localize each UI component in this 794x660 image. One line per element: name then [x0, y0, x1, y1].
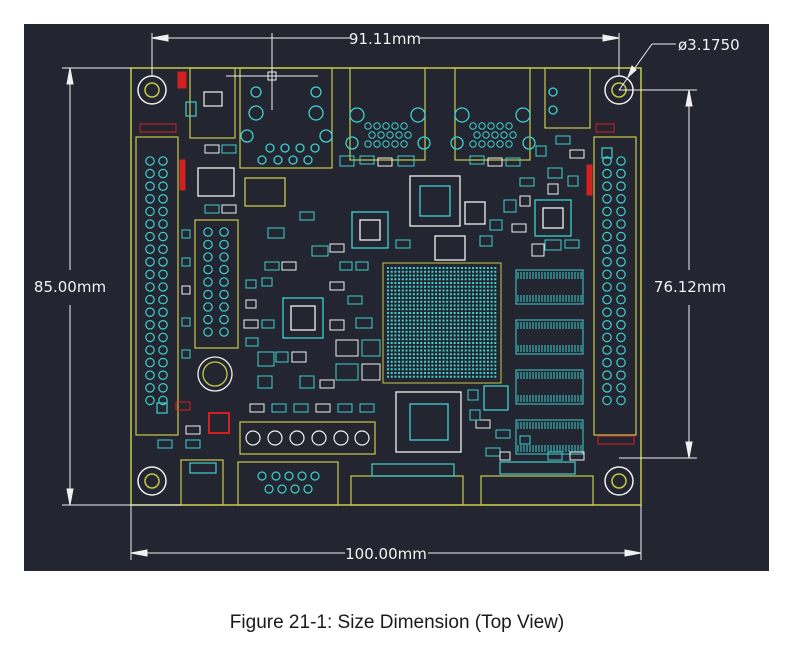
ethernet-jack	[239, 67, 333, 169]
dim-hole-diameter: ø3.1750	[678, 36, 740, 54]
header-left	[135, 136, 179, 436]
connector-pads-top	[240, 86, 558, 165]
vga-pin-rows	[364, 122, 517, 148]
memory-chips	[515, 269, 584, 455]
mounting-hole-bottom-left	[137, 466, 167, 496]
dim-hole-spacing-x: 91.11mm	[349, 30, 421, 48]
ic-packages	[197, 167, 572, 453]
bga-chip	[382, 262, 502, 384]
pcb-dimension-drawing: 91.11mm ø3.1750 85.00mm 76.12mm 100.00mm	[24, 24, 769, 571]
connectors-bottom	[180, 459, 594, 506]
dim-board-height: 85.00mm	[34, 278, 106, 296]
inner-header	[194, 219, 239, 349]
dimension-lines	[62, 33, 697, 560]
buttons-bottom	[239, 421, 376, 455]
dim-board-width: 100.00mm	[345, 545, 427, 563]
figure-caption: Figure 21-1: Size Dimension (Top View)	[229, 612, 565, 633]
drawing-background	[24, 24, 769, 571]
header-right	[593, 136, 637, 436]
mounting-hole-bottom-right	[604, 466, 634, 496]
dim-hole-spacing-y: 76.12mm	[654, 278, 726, 296]
small-components	[157, 135, 585, 461]
power-jack	[189, 67, 236, 139]
usb-connector	[544, 67, 591, 129]
red-markings	[139, 71, 635, 445]
